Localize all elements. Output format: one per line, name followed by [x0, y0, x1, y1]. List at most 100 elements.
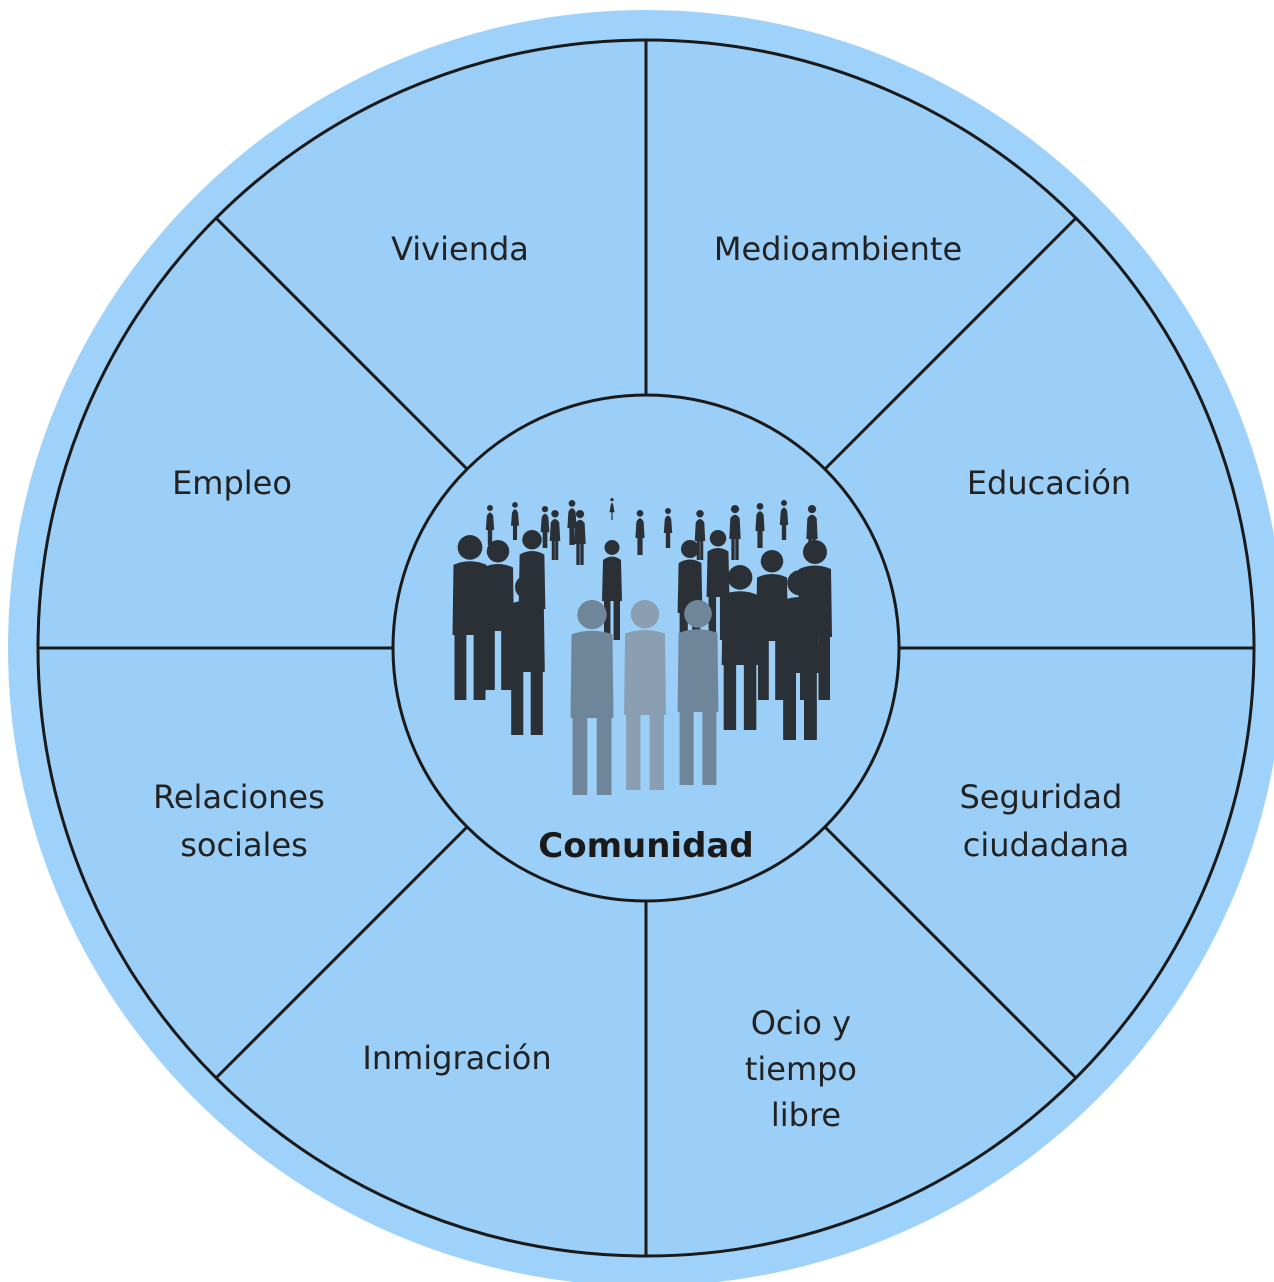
- person-leg: [702, 710, 717, 785]
- person-body: [721, 591, 759, 665]
- segment-label-line: Inmigración: [362, 1039, 551, 1077]
- person-body: [677, 559, 703, 613]
- person-body: [510, 509, 520, 526]
- segment-label-seguridad: Seguridad ciudadana: [959, 778, 1132, 864]
- segment-label-relaciones: Relaciones sociales: [153, 778, 335, 864]
- person-silhouette: [570, 600, 614, 795]
- person-head: [457, 535, 483, 560]
- person-silhouette: [624, 600, 666, 790]
- person-leg: [611, 510, 613, 520]
- person-silhouette: [452, 535, 488, 700]
- person-body: [806, 514, 818, 539]
- person-leg: [596, 716, 612, 795]
- person-body: [663, 515, 673, 533]
- person-silhouette: [755, 503, 765, 548]
- spoke-bottom-left: [214, 825, 469, 1080]
- center-label: Comunidad: [538, 826, 753, 866]
- segment-label-line: libre: [771, 1096, 841, 1134]
- person-body: [609, 502, 615, 513]
- person-head: [636, 510, 644, 517]
- person-head: [681, 540, 699, 558]
- person-head: [807, 505, 817, 514]
- person-leg: [818, 635, 830, 700]
- person-silhouette: [721, 565, 759, 730]
- segment-label-line: tiempo: [745, 1050, 857, 1088]
- person-head: [684, 600, 712, 628]
- segment-label-line: sociales: [180, 826, 308, 864]
- person-body: [570, 630, 614, 718]
- person-body: [452, 561, 488, 635]
- person-body: [574, 519, 586, 544]
- segment-label-line: Educación: [967, 464, 1131, 502]
- person-leg: [542, 530, 546, 548]
- person-head: [551, 510, 559, 518]
- person-silhouette: [609, 498, 615, 520]
- person-leg: [580, 542, 584, 565]
- person-leg: [667, 531, 671, 548]
- person-head: [760, 550, 784, 573]
- person-silhouette: [574, 510, 586, 565]
- segment-label-line: Ocio y: [751, 1004, 851, 1042]
- person-leg: [604, 599, 611, 640]
- person-head: [665, 508, 671, 514]
- person-head: [709, 530, 727, 547]
- person-head: [696, 510, 704, 518]
- person-body: [602, 556, 622, 601]
- person-body: [677, 629, 719, 712]
- person-body: [781, 597, 819, 673]
- segment-label-line: Seguridad: [959, 778, 1122, 816]
- person-head: [568, 500, 576, 507]
- person-leg: [487, 528, 491, 545]
- person-leg: [665, 531, 669, 548]
- person-leg: [489, 528, 493, 545]
- person-body: [635, 518, 645, 538]
- person-leg: [530, 670, 543, 735]
- person-leg: [512, 523, 516, 540]
- person-head: [803, 540, 827, 564]
- spoke-bottom-right: [823, 825, 1078, 1080]
- segment-label-line: Relaciones: [153, 778, 325, 816]
- segment-label-educacion: Educación: [967, 464, 1131, 502]
- person-head: [487, 505, 493, 511]
- person-leg: [649, 713, 664, 790]
- person-silhouette: [509, 575, 545, 735]
- person-body: [485, 512, 495, 530]
- person-body: [567, 508, 577, 528]
- person-body: [755, 511, 765, 531]
- person-body: [729, 514, 741, 539]
- person-head: [512, 502, 518, 508]
- person-body: [779, 507, 789, 525]
- person-silhouette: [602, 540, 622, 640]
- segment-label-medioambiente: Medioambiente: [714, 230, 962, 268]
- person-body: [756, 574, 788, 641]
- person-head: [756, 503, 764, 510]
- person-silhouette: [567, 500, 577, 545]
- segment-label-line: Medioambiente: [714, 230, 962, 268]
- crowd-of-people-icon: [452, 498, 832, 795]
- person-head: [727, 565, 753, 590]
- person-silhouette: [485, 505, 495, 545]
- segment-label-ocio: Ocio y tiempo libre: [745, 1004, 867, 1134]
- person-head: [787, 570, 813, 596]
- segment-label-line: ciudadana: [963, 826, 1130, 864]
- person-body: [482, 564, 514, 631]
- person-silhouette: [549, 510, 561, 560]
- person-leg: [576, 542, 580, 565]
- person-leg: [551, 539, 555, 560]
- person-head: [575, 510, 585, 519]
- person-silhouette: [510, 502, 520, 540]
- person-leg: [544, 530, 548, 548]
- spoke-top-right: [823, 216, 1078, 471]
- person-head: [541, 506, 549, 513]
- person-leg: [679, 710, 694, 785]
- person-leg: [735, 537, 739, 560]
- person-silhouette: [540, 506, 550, 548]
- person-head: [781, 500, 787, 506]
- person-silhouette: [677, 600, 719, 785]
- segment-label-inmigracion: Inmigración: [362, 1039, 551, 1077]
- person-head: [486, 540, 510, 563]
- person-silhouette: [781, 570, 819, 740]
- person-head: [630, 600, 660, 629]
- person-head: [522, 530, 542, 550]
